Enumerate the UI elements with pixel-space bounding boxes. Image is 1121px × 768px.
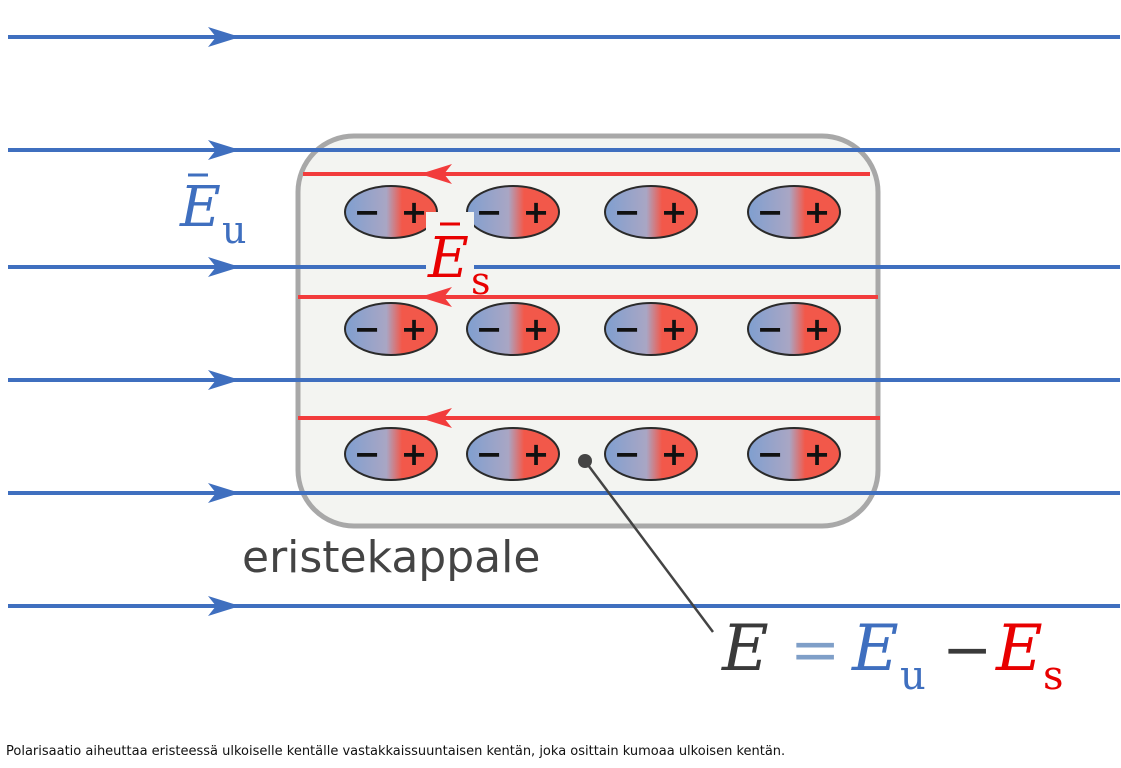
dipole-positive-sign: + <box>804 310 831 348</box>
dipole-positive-sign: + <box>523 435 550 473</box>
induced-field-lines <box>298 164 880 428</box>
figure-caption: Polarisaatio aiheuttaa eristeessä ulkois… <box>6 744 786 759</box>
dipole-body <box>344 302 438 356</box>
dipole: −+ <box>466 302 560 356</box>
dipole-positive-sign: + <box>523 310 550 348</box>
external-field-line <box>8 257 1120 277</box>
field-arrowhead <box>208 140 240 160</box>
dipole-body <box>604 427 698 481</box>
dipole-positive-sign: + <box>661 435 688 473</box>
equation-minus: − <box>942 615 992 685</box>
field-arrowhead <box>208 257 240 277</box>
dipole: −+ <box>344 185 438 239</box>
dipole-negative-sign: − <box>614 193 641 231</box>
dipole: −+ <box>747 302 841 356</box>
dipole-grid: −+−+−+−+−+−+−+−+−+−+−+−+ <box>344 185 841 481</box>
dipole-positive-sign: + <box>523 193 550 231</box>
field-arrowhead <box>208 27 240 47</box>
dipole-positive-sign: + <box>661 310 688 348</box>
external-field-line <box>8 370 1120 390</box>
field-arrowhead <box>420 164 452 184</box>
dipole: −+ <box>747 185 841 239</box>
external-field-line <box>8 27 1120 47</box>
external-field-label: E u <box>179 173 246 252</box>
polarization-diagram: −+−+−+−+−+−+−+−+−+−+−+−+ E u E s eristek… <box>8 27 1120 699</box>
dipole: −+ <box>604 427 698 481</box>
pointer-dot <box>578 454 592 468</box>
external-field-line <box>8 483 1120 503</box>
dipole-positive-sign: + <box>401 435 428 473</box>
dipole-negative-sign: − <box>757 310 784 348</box>
induced-field-symbol: E <box>427 226 469 291</box>
external-field-line <box>8 140 1120 160</box>
field-arrowhead <box>208 483 240 503</box>
induced-field-line <box>298 287 878 307</box>
dipole-positive-sign: + <box>401 193 428 231</box>
dipole-body <box>466 302 560 356</box>
dipole: −+ <box>747 427 841 481</box>
induced-field-line <box>298 408 880 428</box>
dipole-positive-sign: + <box>661 193 688 231</box>
pointer <box>578 454 715 633</box>
equation-equals: = <box>790 615 840 685</box>
dipole: −+ <box>466 427 560 481</box>
external-field-symbol: E <box>179 175 221 240</box>
dipole-positive-sign: + <box>804 193 831 231</box>
dipole-negative-sign: − <box>757 435 784 473</box>
induced-field-line <box>303 164 870 184</box>
dipole-body <box>747 302 841 356</box>
external-field-lines <box>8 27 1120 616</box>
dipole: −+ <box>344 302 438 356</box>
dipole-negative-sign: − <box>354 310 381 348</box>
dipole-positive-sign: + <box>401 310 428 348</box>
equation-term2-subscript: s <box>1043 653 1064 699</box>
equation-term2-symbol: E <box>995 612 1043 686</box>
induced-field-label: E s <box>426 212 491 303</box>
dipole: −+ <box>466 185 560 239</box>
equation-lhs: E <box>721 612 769 686</box>
dipole-negative-sign: − <box>476 310 503 348</box>
equation: E = E u − E s <box>721 612 1064 699</box>
dipole-body <box>344 427 438 481</box>
external-field-subscript: u <box>222 208 246 252</box>
dipole-body <box>466 427 560 481</box>
dipole-negative-sign: − <box>476 435 503 473</box>
dipole: −+ <box>344 427 438 481</box>
dipole: −+ <box>604 302 698 356</box>
body-label: eristekappale <box>242 532 540 583</box>
field-arrowhead <box>208 596 240 616</box>
dipole: −+ <box>604 185 698 239</box>
field-arrowhead <box>420 408 452 428</box>
dipole-negative-sign: − <box>354 193 381 231</box>
dipole-body <box>604 185 698 239</box>
dipole-negative-sign: − <box>476 193 503 231</box>
external-field-line <box>8 596 1120 616</box>
dipole-negative-sign: − <box>614 310 641 348</box>
dipole-negative-sign: − <box>614 435 641 473</box>
dipole-positive-sign: + <box>804 435 831 473</box>
induced-field-subscript: s <box>471 259 491 303</box>
equation-term1-symbol: E <box>851 612 899 686</box>
field-arrowhead <box>208 370 240 390</box>
equation-term1-subscript: u <box>900 653 926 699</box>
dipole-body <box>747 185 841 239</box>
dipole-negative-sign: − <box>354 435 381 473</box>
dipole-body <box>604 302 698 356</box>
dipole-negative-sign: − <box>757 193 784 231</box>
field-arrowhead <box>420 287 452 307</box>
dipole-body <box>747 427 841 481</box>
